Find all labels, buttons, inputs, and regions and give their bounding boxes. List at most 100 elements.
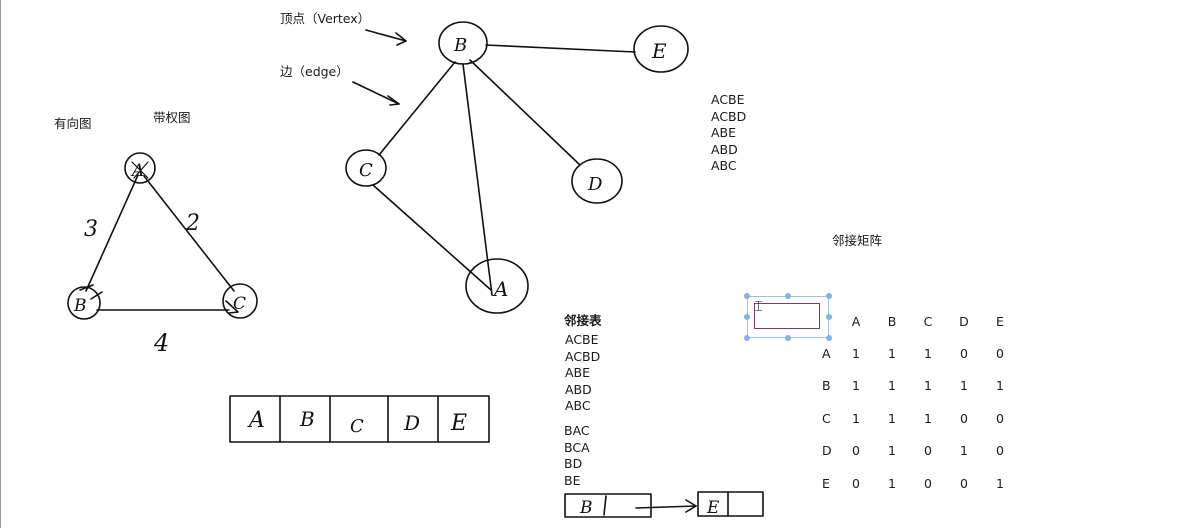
list-item: BAC bbox=[564, 423, 590, 438]
matrix-col-header: C bbox=[923, 313, 933, 329]
matrix-cell: 1 bbox=[852, 378, 860, 394]
matrix-cell: 0 bbox=[924, 443, 932, 459]
linked-list bbox=[564, 491, 764, 518]
resize-handle[interactable] bbox=[744, 335, 750, 341]
paths-list: ACBE ACBD ABE ABD ABC bbox=[711, 92, 746, 175]
adjacency-list-group-b: BAC BCA BD BE bbox=[564, 423, 590, 489]
adjacency-matrix: A B C D E A 1 1 1 0 0 B 1 1 1 1 1 C 1 1 … bbox=[822, 305, 1018, 499]
matrix-cell: 1 bbox=[852, 346, 860, 362]
mg-node-label: C bbox=[359, 160, 373, 181]
matrix-cell: 1 bbox=[888, 443, 896, 459]
node-c-circle bbox=[222, 283, 258, 319]
node-a-circle bbox=[465, 258, 529, 314]
matrix-cell: 0 bbox=[960, 475, 968, 491]
matrix-cell: 0 bbox=[996, 410, 1004, 426]
matrix-row: A 1 1 1 0 0 bbox=[822, 337, 1018, 369]
matrix-cell: 1 bbox=[960, 443, 968, 459]
node-d-circle bbox=[571, 158, 623, 204]
mg-node-label: A bbox=[492, 277, 508, 301]
matrix-row-header: B bbox=[822, 378, 831, 394]
window-left-edge bbox=[0, 0, 1, 528]
node-b-circle bbox=[67, 286, 101, 320]
edge-a-b bbox=[85, 174, 139, 292]
resize-handle[interactable] bbox=[744, 293, 750, 299]
matrix-col-header: E bbox=[996, 313, 1004, 329]
node-e-circle bbox=[633, 25, 689, 73]
dg-weight-label: 2 bbox=[185, 211, 200, 236]
linked-list-arrow bbox=[635, 505, 697, 509]
matrix-row: B 1 1 1 1 1 bbox=[822, 370, 1018, 402]
list-item: ACBD bbox=[711, 108, 747, 124]
dg-weight-label: 4 bbox=[153, 329, 169, 357]
linked-node-label: B bbox=[579, 498, 593, 518]
matrix-cell: 1 bbox=[888, 475, 896, 491]
matrix-cell: 1 bbox=[888, 410, 896, 426]
list-item: ABE bbox=[565, 365, 591, 380]
resize-handle[interactable] bbox=[744, 314, 750, 320]
list-item: BE bbox=[564, 472, 581, 488]
directed-graph-caption: 有向图 bbox=[54, 116, 92, 131]
dg-weight-label: 3 bbox=[84, 217, 98, 242]
edge-pointer-arrow bbox=[352, 81, 400, 105]
edge-b-d bbox=[469, 59, 581, 166]
text-input-box[interactable] bbox=[754, 303, 820, 329]
list-item: BCA bbox=[564, 439, 590, 455]
resize-handle[interactable] bbox=[785, 335, 791, 341]
list-item: ACBD bbox=[565, 348, 601, 364]
matrix-header-row: A B C D E bbox=[822, 305, 1018, 337]
mg-node-label: E bbox=[651, 39, 667, 63]
matrix-cell: 0 bbox=[852, 475, 860, 491]
mg-node-label: D bbox=[587, 174, 603, 195]
matrix-cell: 1 bbox=[852, 410, 860, 426]
matrix-row-header: E bbox=[822, 475, 830, 491]
resize-handle[interactable] bbox=[785, 293, 791, 299]
list-item: ABC bbox=[711, 158, 737, 173]
array-cell-label: C bbox=[350, 416, 364, 437]
edge-a-c bbox=[143, 175, 235, 292]
matrix-cell: 0 bbox=[960, 346, 968, 362]
array-cell-label: E bbox=[450, 411, 467, 436]
matrix-cell: 0 bbox=[996, 346, 1004, 362]
edge-b-e bbox=[485, 44, 636, 53]
matrix-cell: 1 bbox=[960, 378, 968, 394]
list-item: ACBE bbox=[565, 332, 599, 347]
list-item: BD bbox=[564, 456, 583, 471]
adjacency-list-group-a: ACBE ACBD ABE ABD ABC bbox=[565, 332, 600, 415]
matrix-row: C 1 1 1 0 0 bbox=[822, 402, 1018, 434]
dg-node-label: C bbox=[233, 294, 246, 314]
matrix-cell: 1 bbox=[996, 378, 1004, 394]
node-c-circle bbox=[345, 149, 387, 187]
matrix-cell: 1 bbox=[924, 346, 932, 362]
matrix-row: E 0 1 0 0 1 bbox=[822, 467, 1018, 499]
resize-handle[interactable] bbox=[826, 314, 832, 320]
mg-node-label: B bbox=[453, 35, 467, 56]
resize-handle[interactable] bbox=[826, 293, 832, 299]
matrix-cell: 1 bbox=[888, 346, 896, 362]
dg-node-label: B bbox=[73, 296, 87, 316]
text-cursor-icon: ⌶ bbox=[754, 297, 764, 315]
matrix-cell: 1 bbox=[888, 378, 896, 394]
adjacency-list-title: 邻接表 bbox=[564, 313, 602, 328]
matrix-row: D 0 1 0 1 0 bbox=[822, 435, 1018, 467]
matrix-cell: 1 bbox=[924, 378, 932, 394]
matrix-row-header: D bbox=[822, 443, 832, 459]
linked-node-label: E bbox=[706, 498, 720, 518]
edge-c-a bbox=[372, 184, 492, 291]
list-item: ABD bbox=[711, 141, 738, 157]
matrix-col-header: A bbox=[851, 313, 861, 329]
list-item: ABE bbox=[711, 125, 737, 140]
vertex-pointer-arrow bbox=[365, 29, 407, 42]
edge-annotation: 边（edge） bbox=[280, 64, 349, 79]
resize-handle[interactable] bbox=[826, 335, 832, 341]
adjacency-matrix-title: 邻接矩阵 bbox=[832, 233, 883, 248]
main-graph bbox=[345, 21, 689, 314]
matrix-row-header: A bbox=[822, 346, 831, 362]
weighted-graph-caption: 带权图 bbox=[153, 110, 191, 125]
vertex-annotation: 顶点（Vertex） bbox=[280, 11, 371, 26]
matrix-cell: 0 bbox=[996, 443, 1004, 459]
matrix-col-header: B bbox=[887, 313, 897, 329]
matrix-col-header: D bbox=[959, 313, 969, 329]
array-cell-label: D bbox=[403, 411, 420, 435]
list-item: ACBE bbox=[711, 92, 745, 107]
